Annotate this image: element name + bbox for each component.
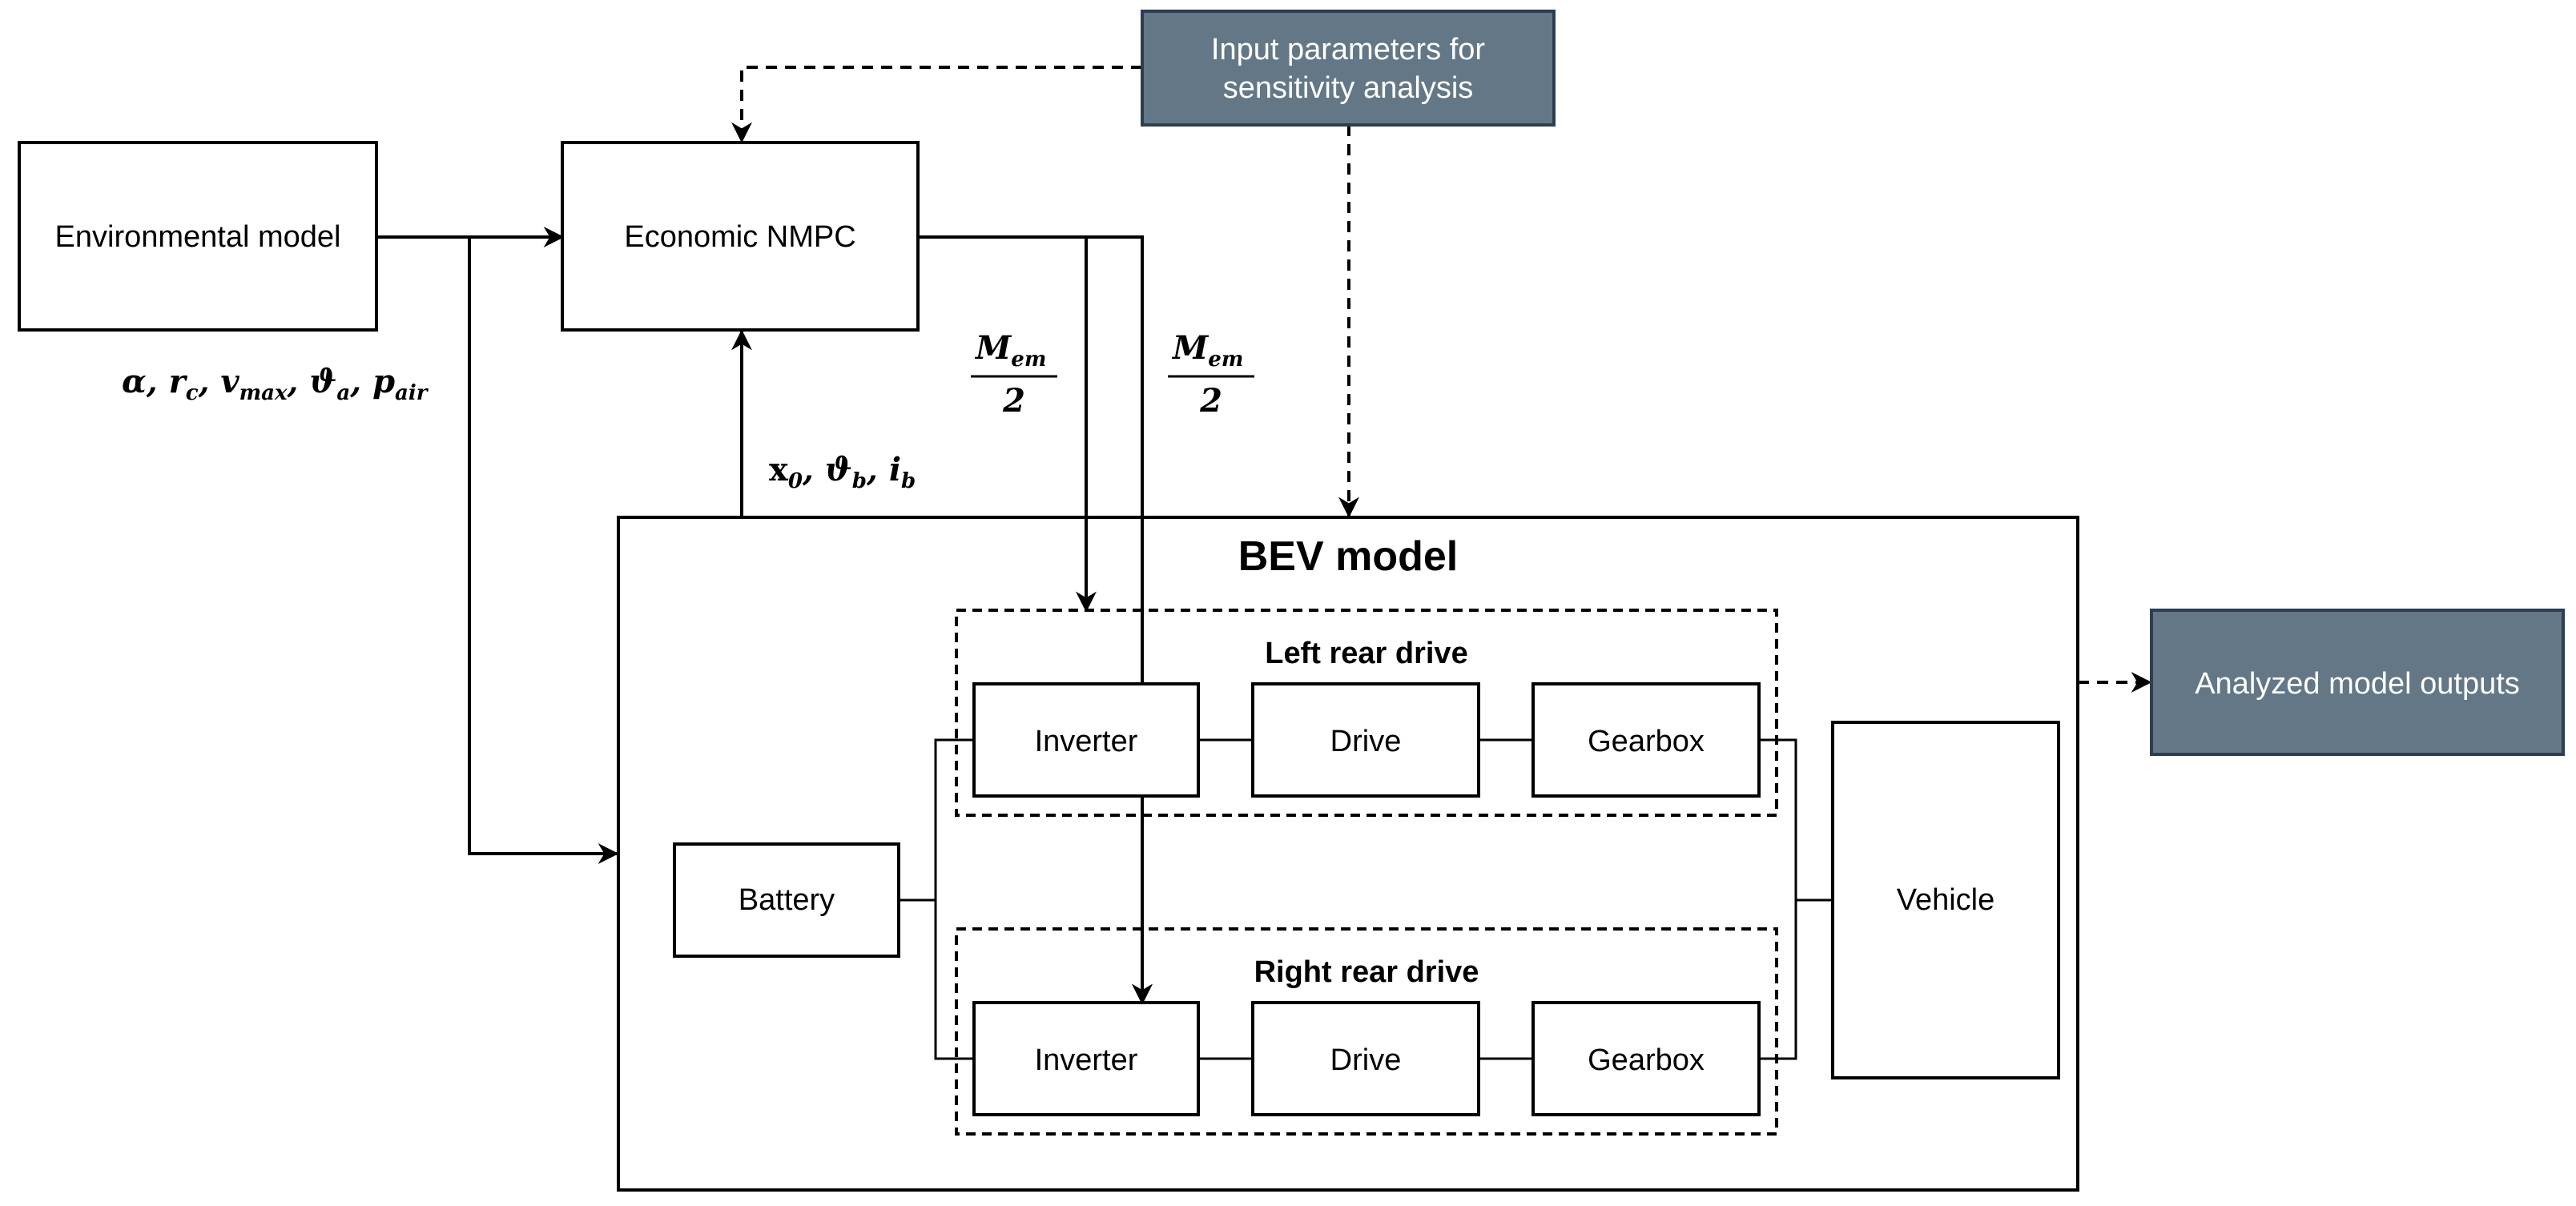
svg-text:2: 2	[1199, 382, 1222, 420]
right-rear-drive-group: Right rear drive Inverter Drive Gearbox	[955, 927, 1778, 1136]
battery-label: Battery	[739, 883, 835, 917]
bev-model-title: BEV model	[1238, 533, 1459, 580]
nmpc-to-right-inverter-arrow	[1086, 235, 1153, 1005]
analyzed-outputs-box: Analyzed model outputs	[2150, 609, 2565, 756]
svg-text:Drive: Drive	[1330, 1043, 1402, 1077]
svg-text:Inverter: Inverter	[1035, 1043, 1138, 1077]
left-gearbox-box: Gearbox	[1532, 682, 1761, 798]
right-inverter-box: Inverter	[972, 1001, 1200, 1116]
params-to-nmpc-dashed-arrow	[731, 66, 1142, 143]
svg-text:Gearbox: Gearbox	[1588, 725, 1705, 758]
analyzed-outputs-label: Analyzed model outputs	[2195, 667, 2520, 701]
env-signals-label: α, rc, vmax, ϑa, pair	[122, 363, 429, 405]
bev-model-box: BEV model	[617, 516, 2079, 1192]
vehicle-label: Vehicle	[1897, 883, 1995, 917]
input-parameters-line1: Input parameters for	[1211, 33, 1486, 66]
torque-left-fraction: Mem 2	[971, 329, 1057, 420]
right-drive-box: Drive	[1251, 1001, 1480, 1116]
torque-right-fraction: Mem 2	[1168, 329, 1254, 420]
connectors	[378, 66, 2152, 1005]
input-parameters-line2: sensitivity analysis	[1223, 71, 1474, 105]
right-rear-drive-title: Right rear drive	[1254, 955, 1479, 989]
battery-box: Battery	[673, 842, 900, 958]
svg-text:Mem: Mem	[974, 329, 1046, 372]
economic-nmpc-box: Economic NMPC	[561, 141, 920, 332]
svg-text:2: 2	[1002, 382, 1025, 420]
vehicle-box: Vehicle	[1831, 721, 2060, 1079]
environmental-model-label: Environmental model	[55, 220, 341, 254]
nmpc-to-left-drive-arrow	[918, 235, 1097, 613]
right-gearbox-box: Gearbox	[1532, 1001, 1761, 1116]
svg-text:Inverter: Inverter	[1035, 725, 1138, 758]
env-to-bev-arrow	[468, 237, 619, 864]
left-rear-drive-group: Left rear drive Inverter Drive Gearbox	[955, 609, 1778, 817]
input-parameters-box: Input parameters for sensitivity analysi…	[1141, 10, 1556, 127]
left-inverter-box: Inverter	[972, 682, 1200, 798]
svg-text:Gearbox: Gearbox	[1588, 1043, 1705, 1077]
svg-text:Drive: Drive	[1330, 725, 1402, 758]
left-rear-drive-title: Left rear drive	[1265, 637, 1467, 670]
left-drive-box: Drive	[1251, 682, 1480, 798]
svg-text:Mem: Mem	[1171, 329, 1243, 372]
environmental-model-box: Environmental model	[18, 141, 378, 332]
economic-nmpc-label: Economic NMPC	[624, 220, 855, 254]
state-signals-label: x0, ϑb, ib	[769, 451, 916, 493]
